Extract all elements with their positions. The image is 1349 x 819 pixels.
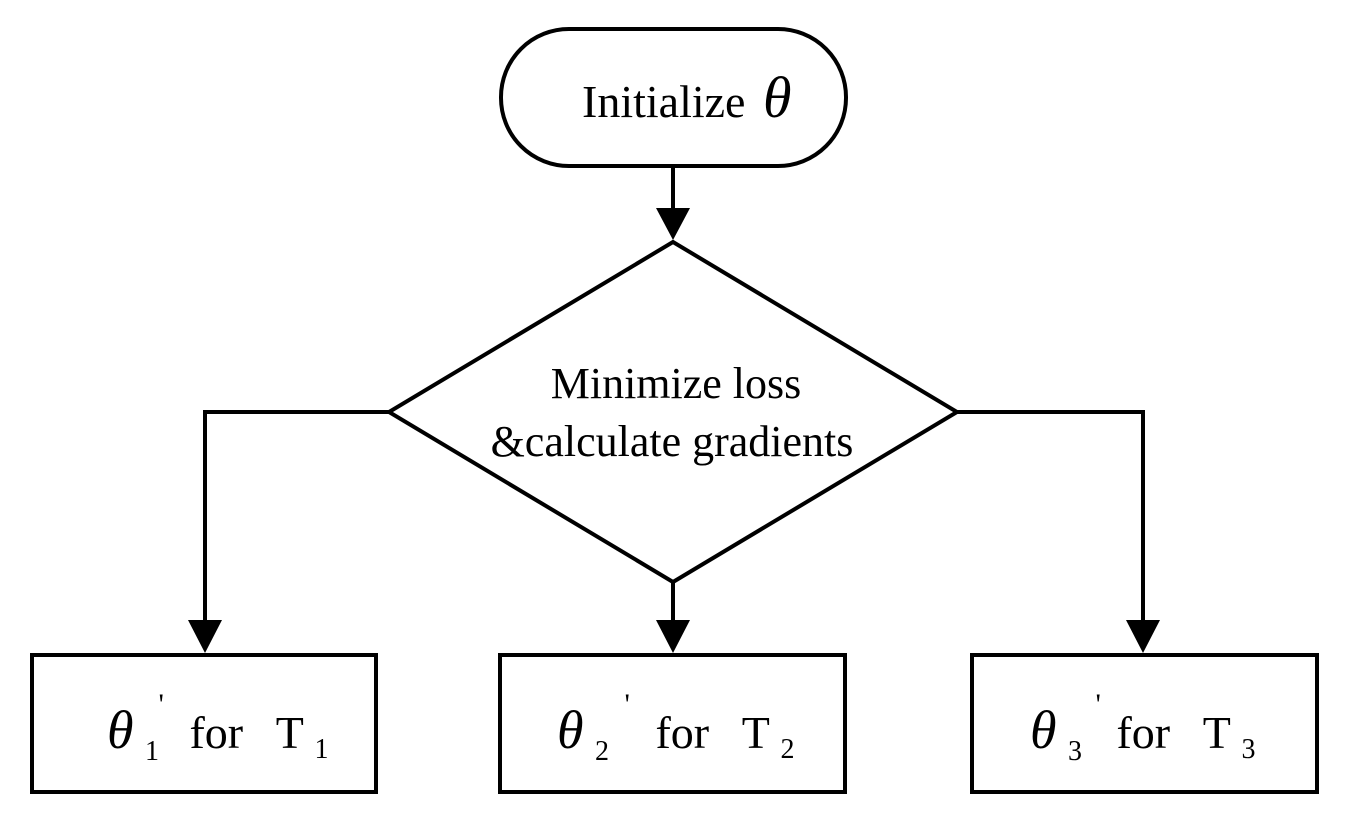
decision-node: Minimize loss &calculate gradients: [385, 239, 961, 585]
arrow-decision-to-output-3: [957, 410, 1160, 653]
output-node-3: θ 3 ' for T 3: [970, 653, 1319, 794]
start-node: Initialize θ: [499, 27, 848, 168]
arrow-decision-to-output-1: [188, 410, 389, 653]
output-3-label: θ 3 ' for T 3: [1030, 673, 1256, 770]
output-1-label: θ 1 ' for T 1: [107, 673, 329, 770]
arrow-decision-to-output-2: [656, 582, 690, 653]
output-2-label: θ 2 ' for T 2: [557, 673, 795, 770]
arrow-start-to-decision: [656, 166, 690, 240]
start-node-label: Initialize θ: [582, 65, 791, 130]
decision-label-line2: &calculate gradients: [491, 417, 854, 466]
output-node-2: θ 2 ' for T 2: [498, 653, 847, 794]
decision-label-line1: Minimize loss: [551, 359, 802, 408]
output-node-1: θ 1 ' for T 1: [30, 653, 378, 794]
